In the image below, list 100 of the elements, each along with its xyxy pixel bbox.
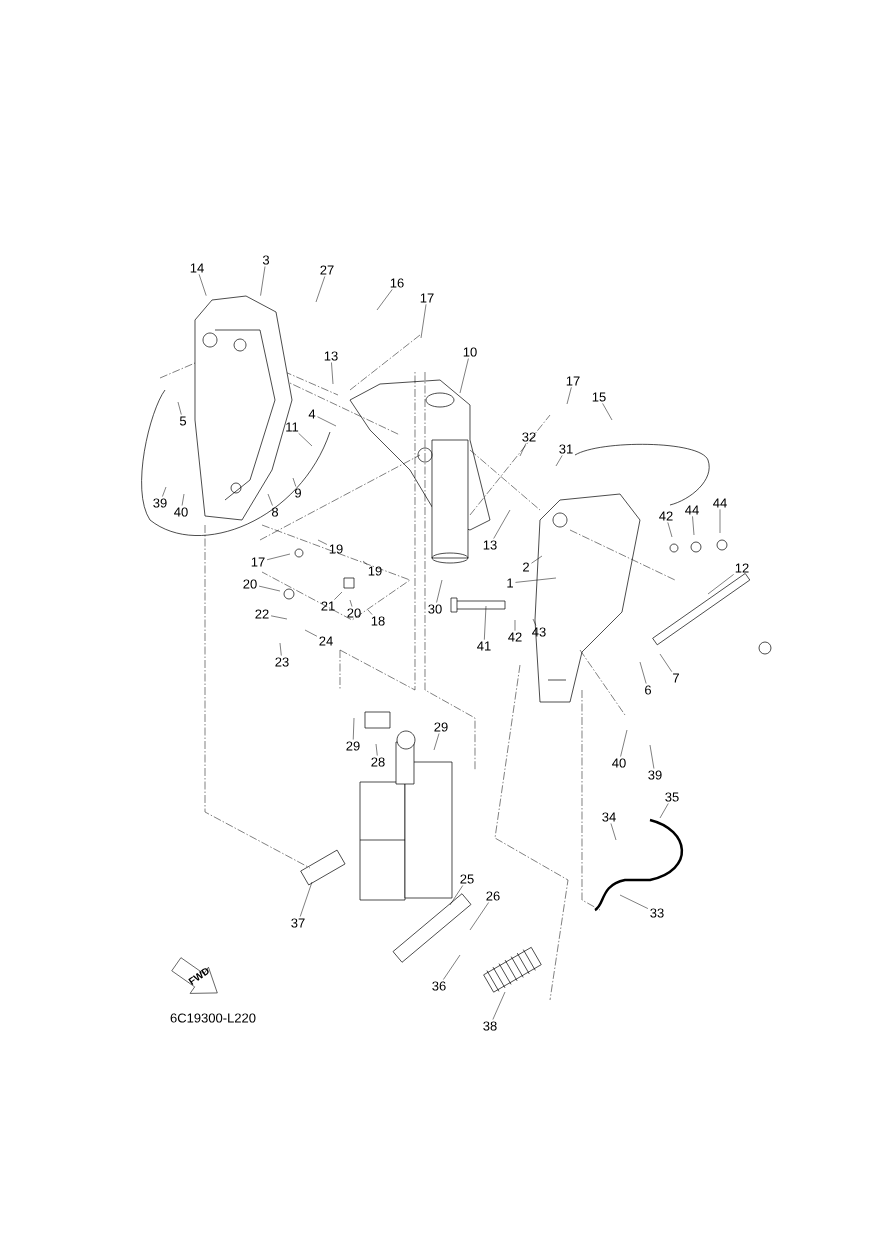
leader-line [519, 443, 527, 457]
leader-line [532, 618, 537, 626]
callout-number: 13 [483, 540, 497, 550]
callout-number: 19 [368, 566, 382, 576]
callout-number: 7 [673, 673, 679, 683]
leader-line [692, 516, 695, 536]
callout-number: 18 [371, 616, 385, 626]
leader-line [449, 885, 464, 906]
callout-number: 42 [659, 511, 673, 521]
callout-number: 11 [286, 422, 299, 432]
leader-line [331, 362, 334, 385]
leader-line [266, 553, 291, 560]
leader-line [315, 276, 326, 303]
callout-number: 29 [434, 722, 448, 732]
leader-line [367, 609, 373, 615]
callout-number: 17 [420, 293, 434, 303]
leader-line [469, 902, 489, 931]
leader-line [258, 585, 281, 592]
callout-number: 19 [329, 544, 343, 554]
callout-number: 41 [477, 641, 491, 651]
callout-number: 27 [320, 265, 334, 275]
leader-line [436, 579, 443, 603]
leader-line [610, 823, 617, 841]
callout-number: 35 [665, 792, 679, 802]
callout-number: 17 [251, 557, 265, 567]
leader-line [375, 743, 378, 756]
leader-line [376, 289, 393, 311]
callout-number: 37 [291, 918, 305, 928]
leader-line [566, 387, 572, 405]
leader-line [267, 493, 273, 506]
callout-number: 26 [486, 891, 500, 901]
callout-number: 30 [428, 604, 442, 614]
callout-number: 32 [522, 432, 536, 442]
callout-number: 14 [190, 263, 204, 273]
leader-line [270, 615, 288, 620]
direction-text: FWD [188, 968, 209, 985]
callout-number: 44 [713, 498, 727, 508]
callout-number: 20 [347, 608, 361, 618]
callout-number: 12 [735, 563, 749, 573]
leader-line [707, 574, 734, 595]
callout-number: 24 [319, 636, 333, 646]
callout-number: 22 [255, 609, 269, 619]
callout-number: 4 [308, 409, 316, 419]
callout-number: 8 [271, 507, 279, 517]
callout-number: 10 [463, 347, 477, 357]
leader-line [292, 477, 297, 487]
leader-line [659, 803, 669, 819]
leader-line [317, 416, 337, 427]
callout-number: 44 [685, 505, 699, 515]
leader-line [162, 486, 167, 497]
leader-line [659, 653, 673, 672]
leader-line [420, 304, 427, 339]
callout-number: 34 [602, 812, 616, 822]
callout-number: 33 [650, 908, 664, 918]
leader-line [198, 274, 207, 296]
callout-number: 20 [243, 579, 257, 589]
callout-number: 6 [645, 685, 652, 695]
callout-number: 16 [390, 278, 404, 288]
callout-number: 36 [432, 981, 446, 991]
callout-number: 15 [592, 392, 606, 402]
leader-line [334, 591, 343, 600]
leader-line [484, 605, 487, 640]
leader-line [298, 433, 313, 447]
leader-line [459, 358, 469, 394]
leader-line [493, 509, 511, 539]
leader-line [531, 555, 543, 564]
leader-line [555, 455, 563, 467]
leader-line [667, 522, 673, 538]
callout-number: 2 [523, 562, 529, 572]
leader-line [260, 266, 266, 296]
leader-line [649, 744, 655, 769]
leader-line [492, 991, 506, 1020]
leader-line [353, 717, 355, 740]
callout-number: 43 [532, 627, 546, 637]
leader-line [639, 661, 647, 684]
leader-line [362, 560, 368, 565]
callout-number: 31 [559, 444, 573, 454]
callout-number: 28 [371, 757, 385, 767]
callout-number: 3 [262, 255, 270, 265]
callout-number: 1 [507, 578, 513, 588]
leader-line [304, 629, 318, 637]
leader-line [299, 881, 313, 917]
leader-line [279, 642, 282, 656]
leader-line [515, 577, 557, 583]
leader-line [349, 599, 353, 607]
leader-line [181, 493, 185, 506]
callout-number: 21 [321, 601, 335, 611]
leader-line [433, 733, 440, 751]
callout-number: 39 [153, 498, 167, 508]
leader-line [619, 894, 649, 909]
part-code: 6C19300-L220 [170, 1013, 256, 1023]
callout-number: 5 [179, 416, 187, 426]
leader-line [177, 401, 182, 415]
callout-number: 23 [275, 657, 289, 667]
leader-line [317, 539, 328, 545]
callout-number: 39 [648, 770, 662, 780]
callout-number: 13 [324, 351, 338, 361]
leader-line [719, 509, 721, 534]
callout-number: 40 [612, 758, 626, 768]
callout-number: 25 [460, 874, 474, 884]
